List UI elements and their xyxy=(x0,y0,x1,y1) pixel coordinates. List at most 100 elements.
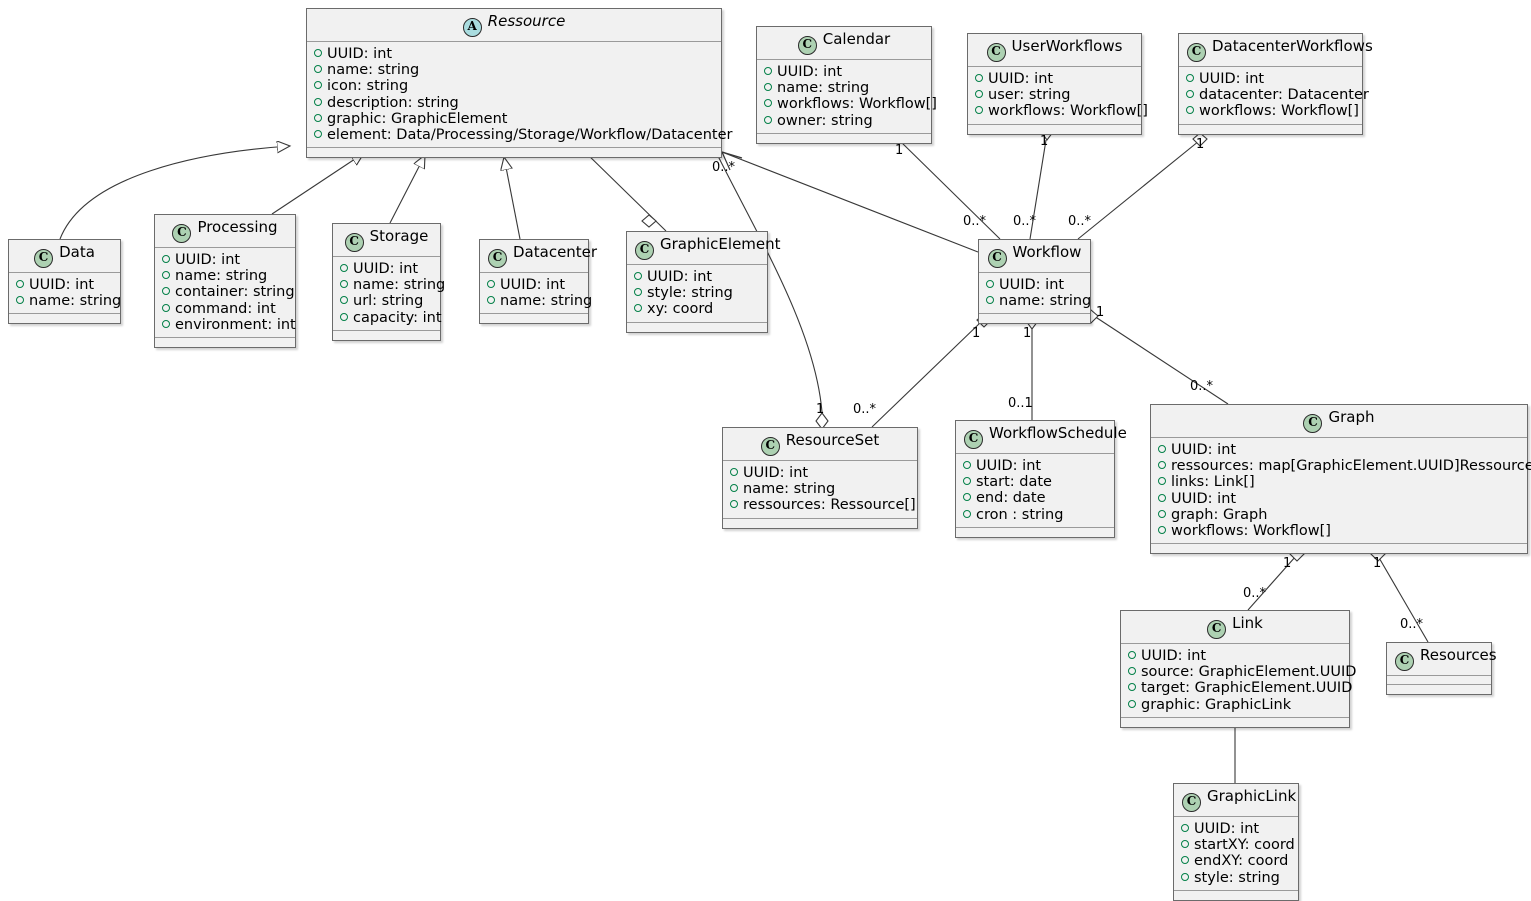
attribute-text: ressources: Ressource[] xyxy=(743,497,916,514)
attribute-text: style: string xyxy=(1194,869,1280,886)
attribute-text: graphic: GraphicLink xyxy=(1141,696,1292,713)
attribute-text: name: string xyxy=(777,80,870,97)
attribute-text: end: date xyxy=(976,490,1046,507)
class-icon: C xyxy=(760,437,780,456)
attribute-row: name: string xyxy=(730,481,910,497)
public-visibility-icon xyxy=(634,272,642,280)
attribute-row: owner: string xyxy=(764,113,924,129)
multiplicity-label: 0..* xyxy=(1190,379,1214,394)
edge-ressource-graphicelement xyxy=(582,149,667,232)
attribute-row: UUID: int xyxy=(162,252,288,268)
class-name-calendar: Calendar xyxy=(822,30,891,48)
attribute-row: UUID: int xyxy=(16,277,113,293)
attribute-text: name: string xyxy=(353,277,446,294)
attribute-text: workflows: Workflow[] xyxy=(988,103,1148,120)
attribute-text: xy: coord xyxy=(647,301,714,318)
attribute-row: workflows: Workflow[] xyxy=(1186,103,1359,119)
attribute-text: UUID: int xyxy=(500,277,566,293)
class-icon: C xyxy=(986,43,1006,62)
operations-compartment-processing xyxy=(155,338,295,348)
attribute-row: UUID: int xyxy=(340,261,433,277)
attribute-text: UUID: int xyxy=(327,46,393,62)
attribute-row: UUID: int xyxy=(764,64,924,80)
public-visibility-icon xyxy=(314,113,322,122)
class-icon: C xyxy=(797,36,817,55)
public-visibility-icon xyxy=(162,319,170,328)
class-name-resources: Resources xyxy=(1420,646,1497,664)
attribute-text: UUID: int xyxy=(29,277,95,293)
class-name-datacenter: Datacenter xyxy=(513,243,598,261)
public-visibility-icon xyxy=(1181,872,1189,881)
public-visibility-icon xyxy=(162,287,170,296)
attribute-row: name: string xyxy=(16,293,121,309)
public-visibility-icon xyxy=(314,97,322,106)
public-visibility-icon xyxy=(634,304,642,313)
class-icon: C xyxy=(1395,652,1414,671)
attribute-text: UUID: int xyxy=(1171,490,1237,507)
attribute-text: source: GraphicElement.UUID xyxy=(1141,664,1357,681)
public-visibility-icon xyxy=(16,280,24,288)
class-icon: C xyxy=(1303,414,1323,433)
operations-compartment-workflow xyxy=(979,314,1090,324)
operations-compartment-ressource xyxy=(307,148,721,158)
class-name-userworkflows: UserWorkflows xyxy=(1011,37,1123,55)
public-visibility-icon xyxy=(1158,461,1166,470)
attribute-row: workflows: Workflow[] xyxy=(975,103,1148,119)
public-visibility-icon xyxy=(975,90,983,99)
class-name-storage: Storage xyxy=(369,227,429,245)
class-icon: C xyxy=(1182,793,1201,812)
attribute-text: name: string xyxy=(327,62,420,79)
public-visibility-icon xyxy=(764,83,772,92)
attribute-text: UUID: int xyxy=(1171,442,1237,458)
attribute-row: UUID: int xyxy=(1128,648,1342,664)
multiplicity-label: 0..* xyxy=(1013,214,1037,229)
attribute-row: UUID: int xyxy=(963,458,1107,474)
operations-compartment-resourceset xyxy=(723,518,917,528)
multiplicity-label: 1 xyxy=(1373,556,1382,571)
attribute-row: style: string xyxy=(634,285,760,301)
attribute-row: cron : string xyxy=(963,507,1107,523)
attribute-row: description: string xyxy=(314,95,714,111)
public-visibility-icon xyxy=(162,255,170,263)
attribute-text: UUID: int xyxy=(1141,648,1207,664)
operations-compartment-data xyxy=(9,314,120,324)
operations-compartment-graphicelement xyxy=(627,322,767,332)
attribute-row: icon: string xyxy=(314,78,714,94)
class-box-resources[interactable]: C Resources xyxy=(1386,642,1497,695)
operations-compartment-calendar xyxy=(757,133,931,143)
attribute-text: UUID: int xyxy=(976,458,1042,474)
class-name-processing: Processing xyxy=(197,218,278,236)
attribute-row: name: string xyxy=(314,62,714,78)
public-visibility-icon xyxy=(963,509,971,518)
attribute-text: UUID: int xyxy=(988,71,1054,87)
attribute-row: links: Link[] xyxy=(1158,474,1520,490)
